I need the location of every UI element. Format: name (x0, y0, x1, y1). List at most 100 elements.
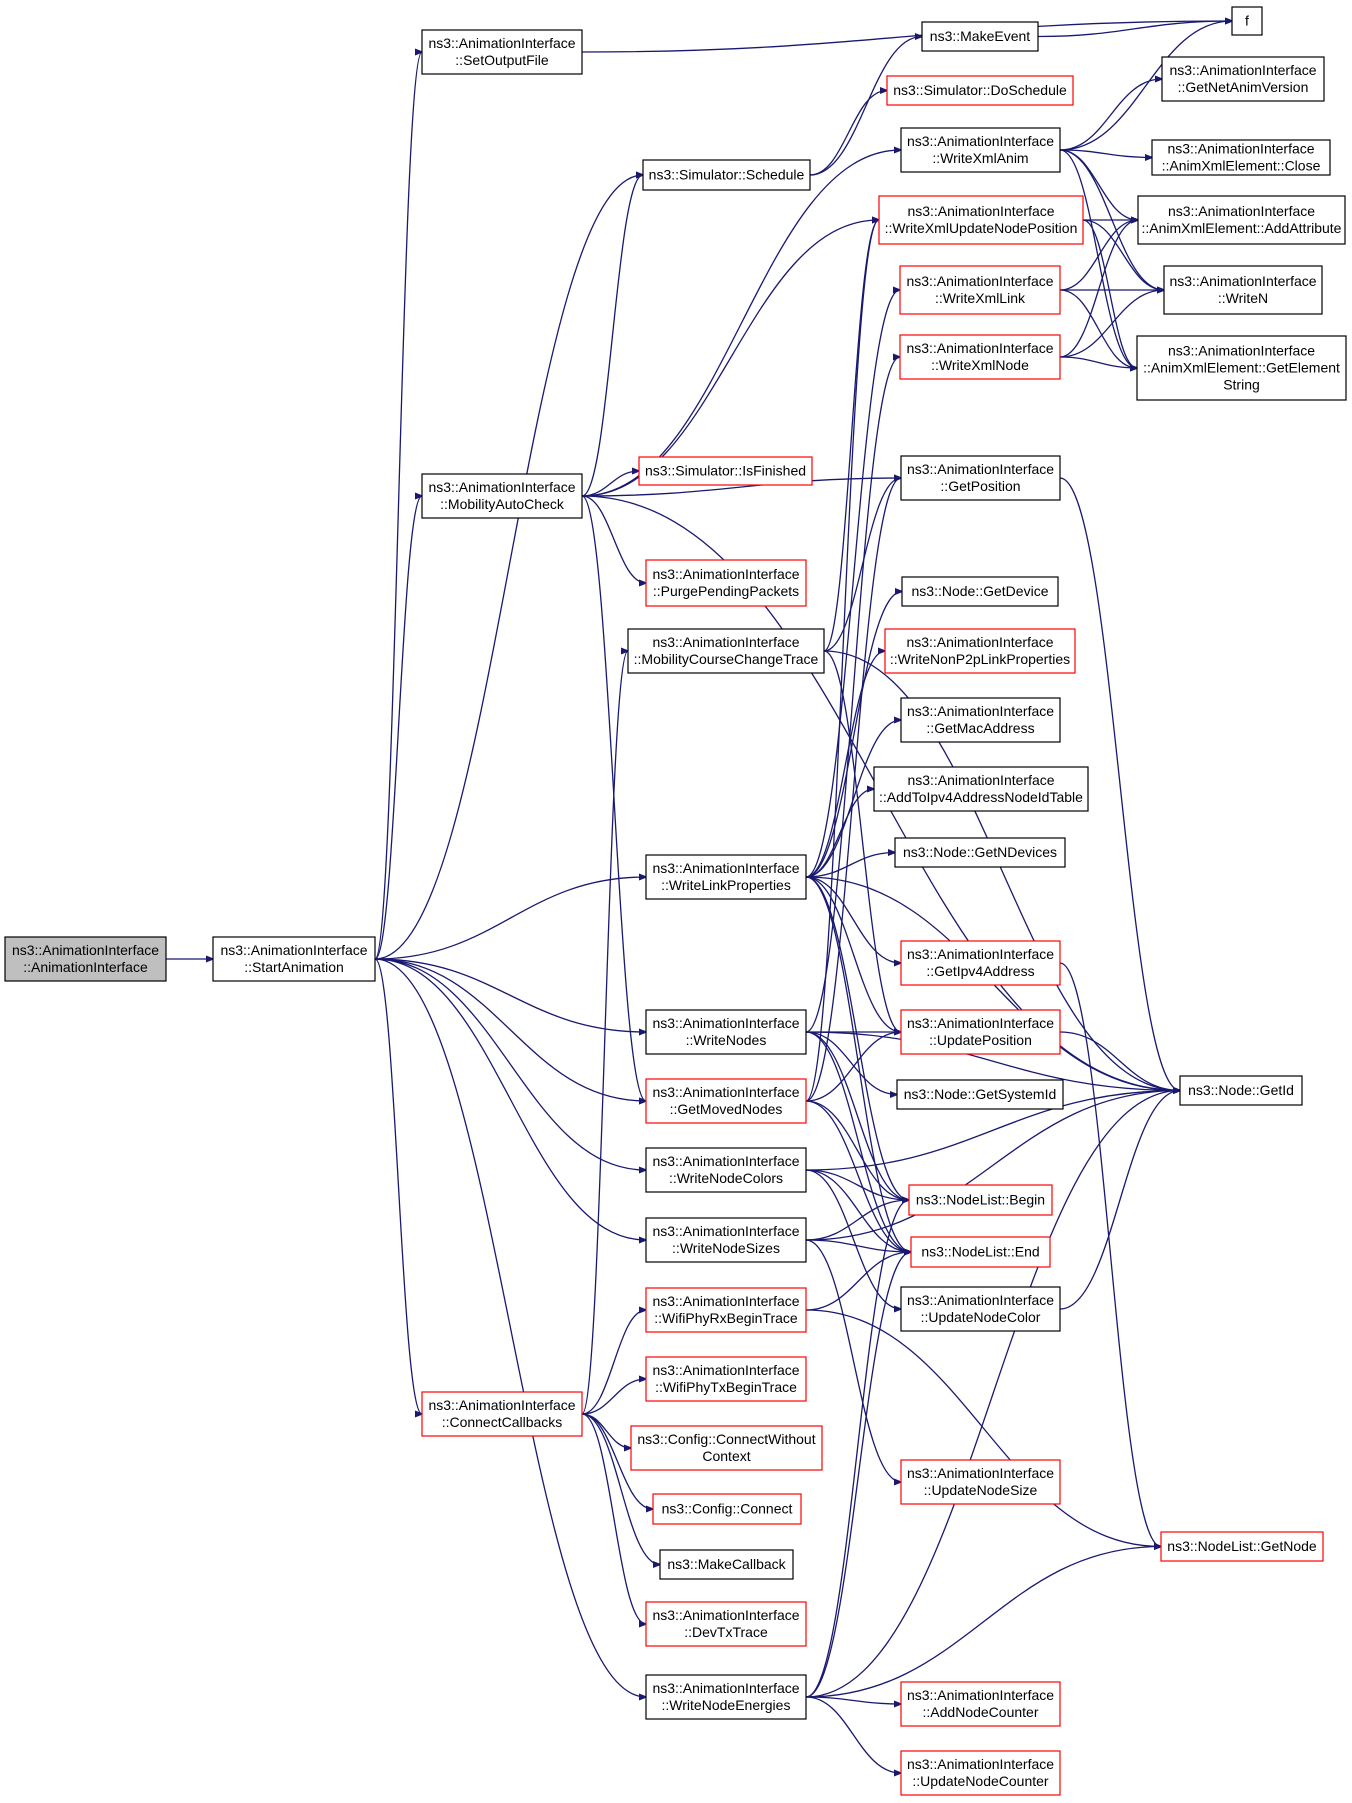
node-updcounter[interactable]: ns3::AnimationInterface::UpdateNodeCount… (900, 1750, 1061, 1796)
node-label-line: ns3::AnimationInterface (652, 1293, 799, 1309)
node-updpos[interactable]: ns3::AnimationInterface::UpdatePosition (900, 1009, 1061, 1055)
edge-start-to-wnodeenergies (374, 958, 646, 1697)
node-mobcourse[interactable]: ns3::AnimationInterface::MobilityCourseC… (627, 628, 825, 674)
node-close[interactable]: ns3::AnimationInterface::AnimXmlElement:… (1151, 139, 1331, 176)
node-label-line: ns3::AnimationInterface (1167, 141, 1314, 157)
node-label-line: ns3::AnimationInterface (652, 1223, 799, 1239)
node-connectcb[interactable]: ns3::AnimationInterface::ConnectCallback… (421, 1391, 583, 1437)
node-getelem[interactable]: ns3::AnimationInterface::AnimXmlElement:… (1136, 335, 1347, 401)
node-label-line: ns3::AnimationInterface (428, 479, 575, 495)
node-box (652, 1493, 802, 1525)
node-wnonp2p[interactable]: ns3::AnimationInterface::WriteNonP2pLink… (884, 628, 1076, 674)
node-nlend[interactable]: ns3::NodeList::End (910, 1236, 1051, 1268)
node-updsize[interactable]: ns3::AnimationInterface::UpdateNodeSize (900, 1459, 1061, 1505)
node-wnodes[interactable]: ns3::AnimationInterface::WriteNodes (645, 1009, 807, 1055)
node-writen[interactable]: ns3::AnimationInterface::WriteN (1163, 265, 1323, 315)
node-getipv4[interactable]: ns3::AnimationInterface::GetIpv4Address (900, 940, 1061, 986)
node-root[interactable]: ns3::AnimationInterface::AnimationInterf… (4, 936, 167, 982)
edge-wnodecolors-to-nlbegin (805, 1169, 909, 1200)
edge-start-to-wlinkprops (374, 877, 646, 960)
node-box (900, 1681, 1061, 1727)
node-getpos[interactable]: ns3::AnimationInterface::GetPosition (900, 455, 1061, 501)
node-box (900, 1009, 1061, 1055)
node-makecb[interactable]: ns3::MakeCallback (659, 1549, 794, 1580)
node-start[interactable]: ns3::AnimationInterface::StartAnimation (212, 936, 376, 982)
node-label-line: ns3::Node::GetSystemId (904, 1086, 1057, 1102)
node-devtx[interactable]: ns3::AnimationInterface::DevTxTrace (645, 1601, 807, 1647)
node-writexmlanim[interactable]: ns3::AnimationInterface::WriteXmlAnim (900, 127, 1061, 173)
edge-wnodecolors-to-getid (805, 1091, 1180, 1171)
node-wxlink[interactable]: ns3::AnimationInterface::WriteXmlLink (899, 265, 1061, 315)
node-setout[interactable]: ns3::AnimationInterface::SetOutputFile (421, 29, 583, 75)
node-getid[interactable]: ns3::Node::GetId (1179, 1075, 1303, 1106)
node-box (878, 195, 1084, 245)
node-f[interactable]: f (1231, 6, 1263, 36)
node-label-line: ::WifiPhyRxBeginTrace (654, 1310, 798, 1326)
edge-wlinkprops-to-getdevice (805, 592, 902, 878)
edge-mobcourse-to-getpos (823, 478, 901, 652)
node-wxnode[interactable]: ns3::AnimationInterface::WriteXmlNode (899, 334, 1061, 380)
node-nlbegin[interactable]: ns3::NodeList::Begin (908, 1184, 1053, 1216)
edge-wnodes-to-getsysid (805, 1031, 897, 1095)
node-box (896, 1079, 1064, 1110)
edge-getmoved-to-updpos (805, 1032, 901, 1102)
node-box (873, 766, 1089, 812)
node-box (4, 936, 167, 982)
node-purge[interactable]: ns3::AnimationInterface::PurgePendingPac… (645, 559, 807, 607)
node-getnetanim[interactable]: ns3::AnimationInterface::GetNetAnimVersi… (1161, 56, 1325, 102)
node-getsysid[interactable]: ns3::Node::GetSystemId (896, 1079, 1064, 1110)
edge-wnodes-to-getid (805, 1031, 1180, 1091)
node-box (421, 1391, 583, 1437)
node-box (899, 265, 1061, 315)
node-isfinished[interactable]: ns3::Simulator::IsFinished (638, 456, 813, 486)
node-label-line: ns3::AnimationInterface (906, 340, 1053, 356)
node-addipv4[interactable]: ns3::AnimationInterface::AddToIpv4Addres… (873, 766, 1089, 812)
node-label-line: ::WriteXmlLink (935, 290, 1026, 306)
node-box (645, 559, 807, 607)
edge-start-to-schedule (374, 175, 643, 960)
node-wlinkprops[interactable]: ns3::AnimationInterface::WriteLinkProper… (645, 854, 807, 900)
edge-wnodeenergies-to-updcounter (805, 1696, 901, 1773)
node-box (900, 1459, 1061, 1505)
node-label-line: ::StartAnimation (244, 959, 344, 975)
edge-makeevent-to-f (1037, 21, 1232, 38)
edge-connectcb-to-devtx (581, 1413, 646, 1624)
edge-wlinkprops-to-getndev (805, 853, 895, 878)
node-label-line: ns3::AnimationInterface (906, 634, 1053, 650)
node-wnodesizes[interactable]: ns3::AnimationInterface::WriteNodeSizes (645, 1217, 807, 1263)
node-wifitx[interactable]: ns3::AnimationInterface::WifiPhyTxBeginT… (645, 1356, 807, 1402)
node-updcolor[interactable]: ns3::AnimationInterface::UpdateNodeColor (900, 1286, 1061, 1332)
node-wnodeenergies[interactable]: ns3::AnimationInterface::WriteNodeEnergi… (645, 1674, 807, 1720)
node-doschedule[interactable]: ns3::Simulator::DoSchedule (886, 75, 1074, 106)
node-connect[interactable]: ns3::Config::Connect (652, 1493, 802, 1525)
node-getnode[interactable]: ns3::NodeList::GetNode (1160, 1531, 1324, 1562)
node-label-line: ::MobilityAutoCheck (440, 496, 565, 512)
node-getndev[interactable]: ns3::Node::GetNDevices (894, 837, 1066, 868)
node-label-line: ::UpdatePosition (929, 1032, 1032, 1048)
node-mobauto[interactable]: ns3::AnimationInterface::MobilityAutoChe… (421, 473, 583, 519)
node-getdevice[interactable]: ns3::Node::GetDevice (901, 576, 1059, 607)
node-schedule[interactable]: ns3::Simulator::Schedule (642, 159, 811, 191)
edge-wnodecolors-to-nlend (805, 1169, 911, 1252)
edges-layer (165, 21, 1232, 1773)
node-wxunp[interactable]: ns3::AnimationInterface::WriteXmlUpdateN… (878, 195, 1084, 245)
edge-writexmlanim-to-getnetanim (1059, 79, 1162, 151)
node-addcounter[interactable]: ns3::AnimationInterface::AddNodeCounter (900, 1681, 1061, 1727)
node-box (886, 75, 1074, 106)
node-makeevent[interactable]: ns3::MakeEvent (921, 21, 1039, 52)
node-label-line: ns3::AnimationInterface (907, 1292, 1054, 1308)
node-wnodecolors[interactable]: ns3::AnimationInterface::WriteNodeColors (645, 1147, 807, 1193)
edge-wlinkprops-to-wnonp2p (805, 651, 885, 878)
node-box (921, 21, 1039, 52)
edge-connectcb-to-wifitx (581, 1379, 646, 1415)
edge-wnodes-to-nlbegin (805, 1031, 909, 1200)
node-getmac[interactable]: ns3::AnimationInterface::GetMacAddress (900, 697, 1061, 743)
node-label-line: ns3::Node::GetNDevices (903, 844, 1057, 860)
node-wifirx[interactable]: ns3::AnimationInterface::WifiPhyRxBeginT… (645, 1287, 807, 1333)
node-getmoved[interactable]: ns3::AnimationInterface::GetMovedNodes (645, 1078, 807, 1124)
edge-start-to-connectcb (374, 958, 422, 1414)
node-addattr[interactable]: ns3::AnimationInterface::AnimXmlElement:… (1137, 195, 1346, 245)
edge-mobauto-to-schedule (581, 175, 643, 497)
edge-wnodeenergies-to-addcounter (805, 1696, 901, 1704)
